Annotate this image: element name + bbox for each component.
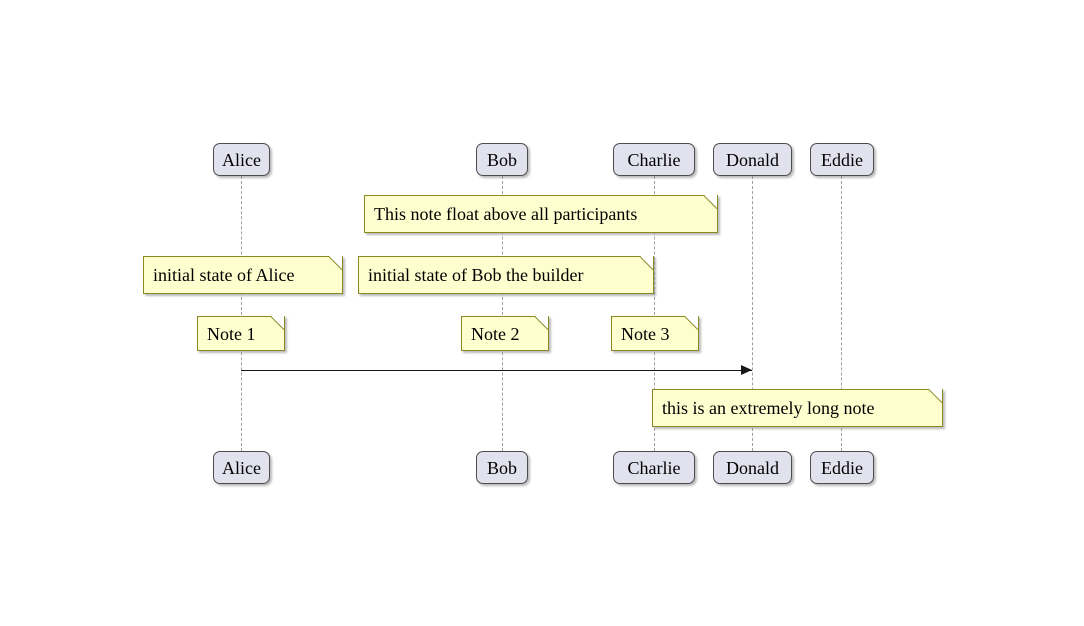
participant-donald-bottom[interactable]: Donald: [713, 451, 792, 484]
lifeline-bob: [502, 176, 503, 451]
note-text: this is an extremely long note: [662, 398, 875, 418]
message-alice-to-donald-arrowhead-icon: [741, 365, 752, 375]
participant-label: Charlie: [627, 457, 681, 478]
participant-eddie-top[interactable]: Eddie: [810, 143, 874, 176]
participant-label: Eddie: [821, 457, 863, 478]
note-initial-bob[interactable]: initial state of Bob the builder: [358, 256, 654, 294]
note-fold-edge-icon: [704, 195, 718, 209]
note-text: initial state of Alice: [153, 265, 295, 285]
participant-bob-bottom[interactable]: Bob: [476, 451, 528, 484]
participant-charlie-bottom[interactable]: Charlie: [613, 451, 695, 484]
participant-label: Alice: [222, 457, 261, 478]
participant-label: Donald: [726, 149, 779, 170]
participant-bob-top[interactable]: Bob: [476, 143, 528, 176]
note-text: Note 3: [621, 323, 670, 344]
note-fold-edge-icon: [640, 256, 654, 270]
note-text: Note 1: [207, 323, 256, 344]
participant-alice-bottom[interactable]: Alice: [213, 451, 270, 484]
note-extremely-long[interactable]: this is an extremely long note: [652, 389, 943, 427]
note-fold-edge-icon: [929, 389, 943, 403]
participant-label: Eddie: [821, 149, 863, 170]
participant-alice-top[interactable]: Alice: [213, 143, 270, 176]
note-text: Note 2: [471, 323, 520, 344]
note-text: This note float above all participants: [374, 204, 638, 224]
note-top-edge: [612, 316, 684, 317]
note-fold-edge-icon: [535, 316, 549, 330]
note-top-edge: [462, 316, 534, 317]
note-initial-alice[interactable]: initial state of Alice: [143, 256, 343, 294]
note-fold-edge-icon: [685, 316, 699, 330]
participant-label: Bob: [486, 149, 517, 170]
note-fold-edge-icon: [329, 256, 343, 270]
note-fold-edge-icon: [271, 316, 285, 330]
lifeline-alice: [241, 176, 242, 451]
note-2[interactable]: Note 2: [461, 316, 549, 351]
participant-charlie-top[interactable]: Charlie: [613, 143, 695, 176]
note-1[interactable]: Note 1: [197, 316, 285, 351]
lifeline-eddie: [841, 176, 842, 451]
participant-donald-top[interactable]: Donald: [713, 143, 792, 176]
note-float-above-all[interactable]: This note float above all participants: [364, 195, 718, 233]
participant-label: Bob: [486, 457, 517, 478]
note-3[interactable]: Note 3: [611, 316, 699, 351]
participant-label: Charlie: [627, 149, 681, 170]
lifeline-charlie: [654, 176, 655, 451]
note-top-edge: [365, 195, 703, 196]
note-top-edge: [653, 389, 928, 390]
message-alice-to-donald-line[interactable]: [241, 370, 752, 371]
participant-eddie-bottom[interactable]: Eddie: [810, 451, 874, 484]
note-top-edge: [198, 316, 270, 317]
participant-label: Alice: [222, 149, 261, 170]
participant-label: Donald: [726, 457, 779, 478]
note-top-edge: [359, 256, 639, 257]
lifeline-donald: [752, 176, 753, 451]
note-top-edge: [144, 256, 328, 257]
note-text: initial state of Bob the builder: [368, 265, 584, 285]
